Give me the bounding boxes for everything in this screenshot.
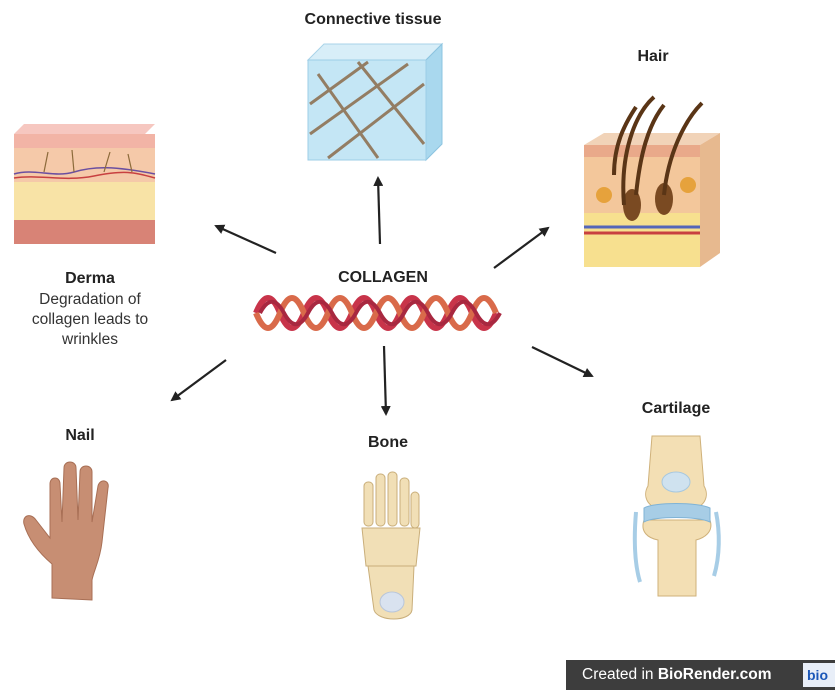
connective-tissue-cube-icon [308, 44, 442, 162]
arrow-to-connective [378, 178, 380, 244]
arrow-to-derma [216, 226, 276, 253]
collagen-helix-icon [256, 290, 502, 336]
watermark-brand: BioRender.com [658, 666, 772, 683]
bone-label: Bone [348, 434, 428, 452]
skin-layers-icon [14, 122, 155, 244]
derma-label: Derma [40, 270, 140, 288]
arrow-to-nail [172, 360, 226, 400]
derma-description-line-1: Degradation of [0, 290, 180, 310]
biorender-watermark[interactable]: Created in BioRender.com bio [566, 660, 835, 690]
hair-label: Hair [613, 48, 693, 66]
arrow-to-bone [384, 346, 386, 414]
derma-description: Degradation of collagen leads to wrinkle… [0, 290, 180, 350]
foot-bones-icon [358, 470, 424, 624]
knee-joint-icon [630, 436, 722, 598]
watermark-prefix: Created in [582, 666, 654, 683]
derma-description-line-2: collagen leads to [0, 310, 180, 330]
hair-follicle-skin-icon [584, 95, 720, 270]
nail-label: Nail [40, 427, 120, 445]
center-label: COLLAGEN [318, 269, 448, 287]
arrow-to-hair [494, 228, 548, 268]
derma-description-line-3: wrinkles [0, 330, 180, 350]
connective-tissue-label: Connective tissue [283, 11, 463, 29]
cartilage-label: Cartilage [626, 400, 726, 418]
hand-icon [22, 460, 126, 608]
arrow-to-cartilage [532, 347, 592, 376]
biorender-logo: bio [803, 663, 835, 687]
